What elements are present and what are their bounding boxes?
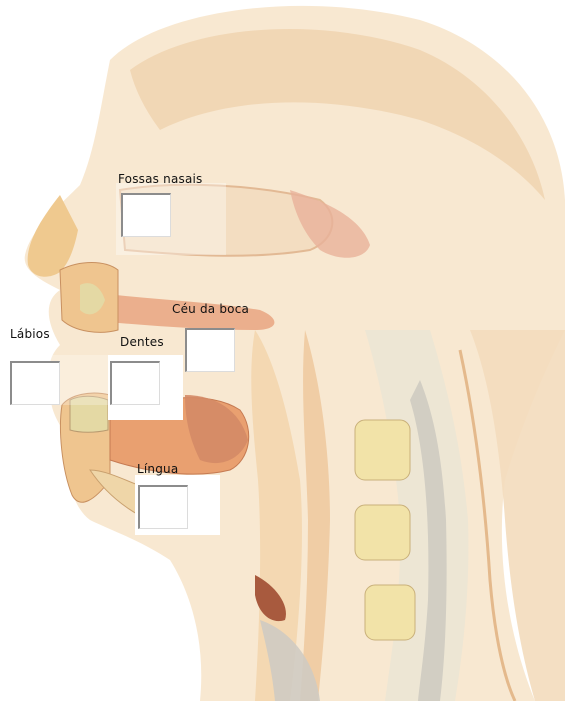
label-lingua: Língua xyxy=(137,462,178,476)
vertebra-1 xyxy=(355,420,410,480)
drop-target-dentes[interactable] xyxy=(110,361,160,405)
vertebra-3 xyxy=(365,585,415,640)
label-fossas-nasais: Fossas nasais xyxy=(118,172,203,186)
drop-target-labios[interactable] xyxy=(10,361,60,405)
drop-target-fossas-nasais[interactable] xyxy=(121,193,171,237)
label-labios: Lábios xyxy=(10,327,50,341)
vertebra-2 xyxy=(355,505,410,560)
label-dentes: Dentes xyxy=(120,335,164,349)
label-ceu-da-boca: Céu da boca xyxy=(172,302,249,316)
drop-target-ceu-da-boca[interactable] xyxy=(185,328,235,372)
drop-target-lingua[interactable] xyxy=(138,485,188,529)
